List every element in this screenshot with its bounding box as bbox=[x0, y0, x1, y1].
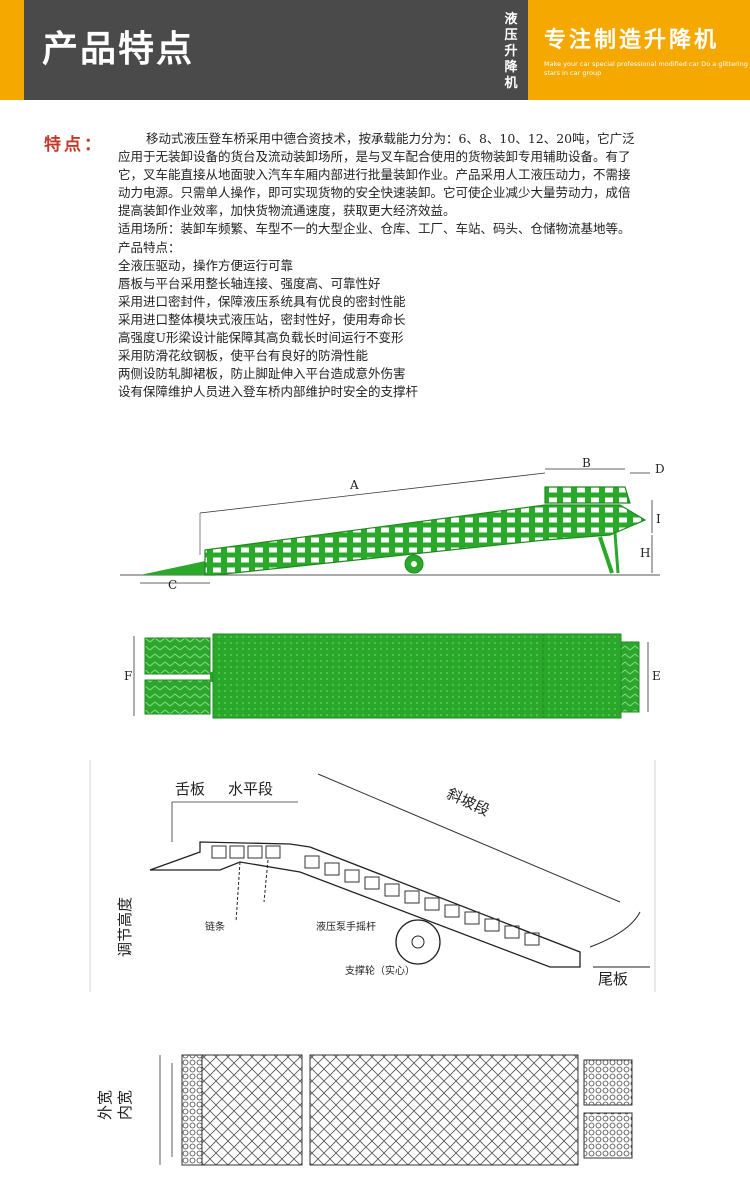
dim-label-b: B bbox=[582, 456, 591, 470]
label-hydraulic-pump: 液压泵手摇杆 bbox=[316, 920, 376, 933]
text-line: 提高装卸作业效率，加快货物流通速度，获取更大经济效益。 bbox=[118, 203, 456, 219]
ramp-top-view-diagram: F E bbox=[124, 633, 661, 719]
text-line: 采用进口整体模块式液压站，密封性好，使用寿命长 bbox=[118, 311, 406, 327]
ramp-side-view-diagram: A B C D H I bbox=[120, 456, 665, 592]
vertical-product-label: 液压升降机 bbox=[504, 12, 518, 91]
dim-label-h: H bbox=[640, 546, 650, 560]
description-text: 移动式液压登车桥采用中德合资技术，按承载能力分为：6、8、10、12、20吨，它… bbox=[118, 130, 698, 401]
header-subtext: Make your car special professional modif… bbox=[544, 60, 748, 77]
ramp-lip bbox=[140, 560, 210, 575]
header-accent-bar bbox=[0, 0, 24, 100]
text-line: 全液压驱动，操作方便运行可靠 bbox=[118, 257, 294, 273]
label-adjust-height: 调节高度 bbox=[116, 897, 134, 957]
ramp-body bbox=[204, 504, 647, 576]
text-line: 动力电源。只需单人操作，即可实现货物的安全快速装卸。它可使企业减少大量劳动力，成… bbox=[118, 185, 631, 201]
ramp-deck bbox=[212, 633, 544, 719]
header-slogan-panel: 专注制造升降机 Make your car special profession… bbox=[528, 0, 750, 100]
label-flat-section: 水平段 bbox=[228, 780, 273, 798]
ramp-line-side-diagram: 舌板 水平段 斜坡段 调节高度 链条 液压泵手摇杆 支撑轮（实心） 尾板 bbox=[89, 760, 656, 992]
label-tail-plate: 尾板 bbox=[598, 970, 628, 988]
dim-label-d: D bbox=[655, 462, 665, 476]
dim-label-f: F bbox=[124, 669, 132, 683]
support-wheel bbox=[395, 919, 441, 965]
dim-label-i: I bbox=[656, 512, 661, 526]
text-line: 它，叉车能直接从地面驶入汽车车厢内部进行批量装卸作业。产品采用人工液压动力，不需… bbox=[118, 167, 631, 183]
dim-label-e: E bbox=[652, 669, 661, 683]
text-line: 采用防滑花纹钢板，使平台有良好的防滑性能 bbox=[118, 348, 369, 364]
label-lip: 舌板 bbox=[175, 780, 205, 798]
text-line: 设有保障维护人员进入登车桥内部维护时安全的支撑杆 bbox=[118, 384, 419, 400]
label-outer-width: 外宽 bbox=[96, 1090, 114, 1120]
text-line: 适用场所：装卸车频繁、车型不一的大型企业、仓库、工厂、车站、码头、仓储物流基地等… bbox=[118, 221, 631, 237]
text-line: 应用于无装卸设备的货台及流动装卸场所，是与叉车配合使用的货物装卸专用辅助设备。有… bbox=[118, 149, 631, 165]
text-line: 采用进口密封件，保障液压系统具有优良的密封性能 bbox=[118, 293, 406, 309]
dim-label-a: A bbox=[349, 478, 359, 492]
text-line: 产品特点： bbox=[118, 239, 181, 255]
ramp-platform-top bbox=[542, 633, 622, 719]
label-slope-section: 斜坡段 bbox=[444, 784, 492, 819]
ramp-line-top-diagram: 外宽 内宽 bbox=[96, 1054, 633, 1166]
label-inner-width: 内宽 bbox=[116, 1090, 134, 1120]
page-title: 产品特点 bbox=[42, 29, 195, 70]
text-line: 两侧设防轧脚裙板，防止脚趾伸入平台造成意外伤害 bbox=[118, 366, 406, 382]
text-line: 唇板与平台采用整长轴连接、强度高、可靠性好 bbox=[118, 275, 381, 291]
text-line: 移动式液压登车桥采用中德合资技术，按承载能力分为：6、8、10、12、20吨，它… bbox=[146, 131, 635, 146]
dim-label-c: C bbox=[168, 578, 177, 592]
ramp-platform bbox=[544, 486, 631, 504]
label-chain: 链条 bbox=[205, 920, 225, 933]
text-line: 高强度U形梁设计能保障其高负载长时间运行不变形 bbox=[118, 330, 404, 346]
header-slogan: 专注制造升降机 bbox=[544, 28, 720, 53]
label-support-wheel: 支撑轮（实心） bbox=[345, 964, 415, 977]
feature-label: 特点： bbox=[44, 135, 104, 155]
page-header: 产品特点 液压升降机 专注制造升降机 Make your car special… bbox=[0, 0, 750, 100]
